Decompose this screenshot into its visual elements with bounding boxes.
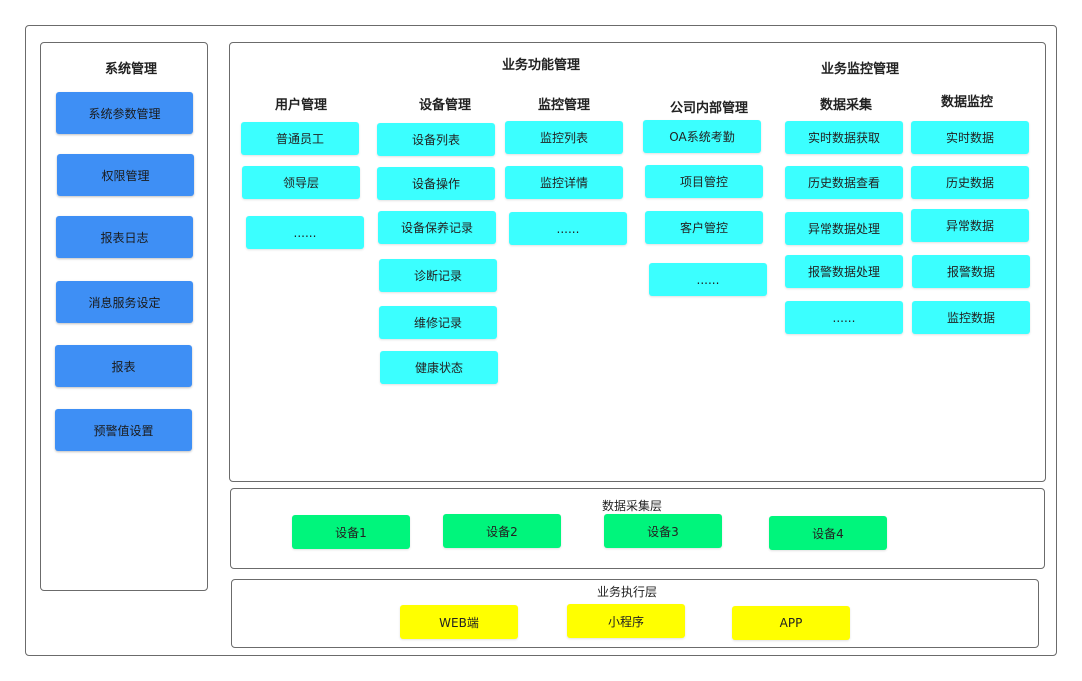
column-title-data-collection: 数据采集 — [819, 98, 872, 113]
execution-mini-program[interactable]: 小程序 — [567, 604, 685, 638]
monitor-item-more[interactable]: ...... — [509, 212, 627, 245]
company-item-oa-attendance[interactable]: OA系统考勤 — [643, 120, 761, 153]
column-title-user: 用户管理 — [274, 98, 327, 113]
column-title-company: 公司内部管理 — [669, 101, 748, 116]
execution-app[interactable]: APP — [732, 606, 850, 640]
device-item-operation[interactable]: 设备操作 — [377, 167, 495, 200]
user-item-more[interactable]: ...... — [246, 216, 364, 249]
company-item-customer[interactable]: 客户管控 — [645, 211, 763, 244]
collection-item-more[interactable]: ...... — [785, 301, 903, 334]
column-title-data-monitor: 数据监控 — [940, 95, 993, 110]
company-item-project[interactable]: 项目管控 — [645, 165, 763, 198]
data-monitor-item-realtime[interactable]: 实时数据 — [911, 121, 1029, 154]
company-item-more[interactable]: ...... — [649, 263, 767, 296]
device-item-maintenance[interactable]: 设备保养记录 — [378, 211, 496, 244]
collection-device-1[interactable]: 设备1 — [292, 515, 410, 549]
collection-item-abnormal[interactable]: 异常数据处理 — [785, 212, 903, 245]
collection-device-4[interactable]: 设备4 — [769, 516, 887, 550]
user-item-leader[interactable]: 领导层 — [242, 166, 360, 199]
system-item-report-log[interactable]: 报表日志 — [56, 216, 193, 258]
collection-device-3[interactable]: 设备3 — [604, 514, 722, 548]
data-monitor-item-monitor[interactable]: 监控数据 — [912, 301, 1030, 334]
collection-item-alarm[interactable]: 报警数据处理 — [785, 255, 903, 288]
column-title-monitor: 监控管理 — [537, 98, 590, 113]
execution-web-client[interactable]: WEB端 — [400, 605, 518, 639]
execution-layer-title: 业务执行层 — [596, 585, 657, 599]
device-item-list[interactable]: 设备列表 — [377, 123, 495, 156]
business-panel-title: 业务功能管理 — [501, 58, 580, 73]
collection-layer-title: 数据采集层 — [601, 499, 662, 513]
device-item-repair[interactable]: 维修记录 — [379, 306, 497, 339]
monitor-item-list[interactable]: 监控列表 — [505, 121, 623, 154]
monitor-section-title: 业务监控管理 — [820, 62, 899, 77]
user-item-staff[interactable]: 普通员工 — [241, 122, 359, 155]
system-item-message-service[interactable]: 消息服务设定 — [56, 281, 193, 323]
data-monitor-item-alarm[interactable]: 报警数据 — [912, 255, 1030, 288]
collection-device-2[interactable]: 设备2 — [443, 514, 561, 548]
monitor-item-detail[interactable]: 监控详情 — [505, 166, 623, 199]
device-item-diagnosis[interactable]: 诊断记录 — [379, 259, 497, 292]
business-panel — [229, 42, 1046, 482]
system-item-permissions[interactable]: 权限管理 — [57, 154, 194, 196]
data-monitor-item-history[interactable]: 历史数据 — [911, 166, 1029, 199]
system-panel-title: 系统管理 — [104, 62, 157, 77]
system-item-params[interactable]: 系统参数管理 — [56, 92, 193, 134]
collection-item-history[interactable]: 历史数据查看 — [785, 166, 903, 199]
data-monitor-item-abnormal[interactable]: 异常数据 — [911, 209, 1029, 242]
system-item-report[interactable]: 报表 — [55, 345, 192, 387]
collection-item-realtime[interactable]: 实时数据获取 — [785, 121, 903, 154]
column-title-device: 设备管理 — [418, 98, 471, 113]
system-item-alert-threshold[interactable]: 预警值设置 — [55, 409, 192, 451]
device-item-health[interactable]: 健康状态 — [380, 351, 498, 384]
